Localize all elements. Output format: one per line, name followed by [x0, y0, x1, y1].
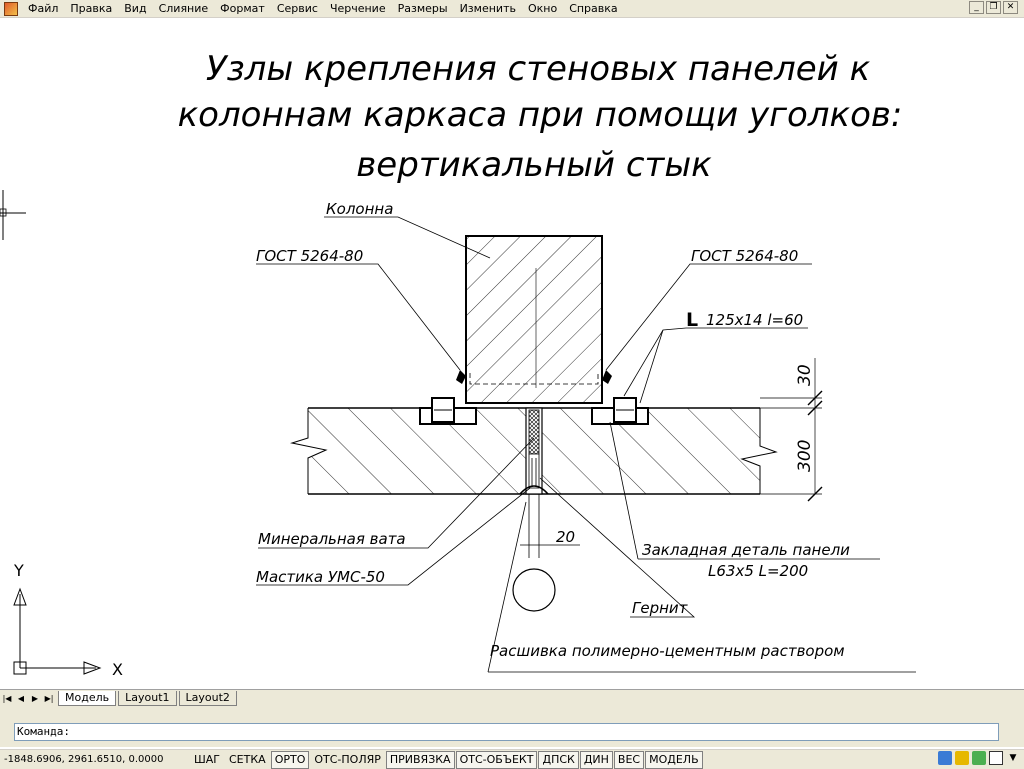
label-column: Колонна [326, 200, 393, 218]
title-line-2: колоннам каркаса при помощи уголков: [178, 95, 903, 135]
dyn-toggle[interactable]: ДИН [579, 750, 613, 769]
label-mastic: Мастика УМС-50 [256, 568, 385, 586]
first-tab-icon[interactable]: |◀ [2, 694, 12, 703]
next-tab-icon[interactable]: ▶ [31, 694, 39, 703]
title-line-1: Узлы крепления стеновых панелей к [206, 49, 871, 89]
ortho-toggle[interactable]: ОРТО [270, 750, 310, 769]
menu-bar: Файл Правка Вид Слияние Формат Сервис Че… [0, 0, 1024, 18]
label-gost-right: ГОСТ 5264-80 [691, 247, 798, 265]
angle-left [419, 370, 477, 425]
communication-icon[interactable] [938, 751, 952, 765]
drawing-svg[interactable]: Узлы крепления стеновых панелей к колонн… [0, 18, 1024, 689]
dim-300-label: 300 [795, 440, 815, 472]
tab-layout2[interactable]: Layout2 [178, 691, 237, 706]
ucs-x-label: X [112, 660, 123, 679]
ducs-toggle[interactable]: ДПСК [538, 750, 579, 769]
gernit-cord [512, 568, 556, 612]
menu-edit[interactable]: Правка [70, 2, 113, 15]
label-embedded-part-spec: L63x5 L=200 [708, 562, 808, 580]
chevron-down-icon[interactable]: ▼ [1009, 753, 1017, 763]
tab-model[interactable]: Модель [58, 691, 117, 706]
lock-icon[interactable] [955, 751, 969, 765]
osnap-toggle[interactable]: ПРИВЯЗКА [385, 750, 455, 769]
menu-help[interactable]: Справка [569, 2, 618, 15]
ucs-icon: Y X [13, 561, 123, 679]
status-tray: ▼ [938, 751, 1020, 765]
menu-file[interactable]: Файл [28, 2, 59, 15]
annotation-icon[interactable] [972, 751, 986, 765]
menu-draw[interactable]: Черчение [329, 2, 386, 15]
app-icon[interactable] [4, 1, 18, 16]
column [465, 235, 603, 404]
prev-tab-icon[interactable]: ◀ [17, 694, 25, 703]
leaders [256, 216, 916, 673]
title-line-3: вертикальный стык [356, 145, 712, 185]
lineweight-toggle[interactable]: ВЕС [613, 750, 645, 769]
status-bar: -1848.6906, 2961.6510, 0.0000 ШАГ СЕТКА … [0, 749, 1024, 769]
last-tab-icon[interactable]: ▶| [44, 694, 54, 703]
menu-modify[interactable]: Изменить [459, 2, 516, 15]
label-angle-symbol: L [686, 309, 698, 331]
crosshair-cursor [0, 190, 26, 240]
angle-right [591, 370, 649, 425]
clean-screen-icon[interactable] [989, 751, 1003, 765]
label-embedded-part: Закладная деталь панели [642, 541, 850, 559]
otrack-toggle[interactable]: ОТС-ОБЪЕКТ [455, 750, 538, 769]
restore-icon[interactable]: ❐ [986, 1, 1001, 14]
dim-30-label: 30 [795, 364, 815, 386]
menu-window[interactable]: Окно [527, 2, 558, 15]
label-grouting: Расшивка полимерно-цементным раствором [490, 642, 845, 660]
menu-merge[interactable]: Слияние [158, 2, 209, 15]
menu-dimension[interactable]: Размеры [397, 2, 448, 15]
layout-tab-bar: |◀ ◀ ▶ ▶| Модель Layout1 Layout2 [0, 689, 1024, 707]
coordinates-readout[interactable]: -1848.6906, 2961.6510, 0.0000 [4, 754, 164, 765]
command-line[interactable]: Команда: [14, 723, 999, 741]
menu-format[interactable]: Формат [220, 2, 265, 15]
menu-view[interactable]: Вид [124, 2, 147, 15]
dim-20-label: 20 [556, 528, 575, 546]
drawing-canvas[interactable]: Узлы крепления стеновых панелей к колонн… [0, 18, 1024, 689]
snap-toggle[interactable]: ШАГ [194, 752, 220, 766]
menu-tools[interactable]: Сервис [276, 2, 318, 15]
command-area: Команда: [0, 707, 1024, 747]
label-angle: 125x14 l=60 [706, 311, 803, 329]
polar-toggle[interactable]: ОТС-ПОЛЯР [314, 752, 381, 766]
ucs-y-label: Y [13, 561, 24, 580]
close-icon[interactable]: ✕ [1003, 1, 1018, 14]
label-mineral-wool: Минеральная вата [258, 530, 406, 548]
tab-layout1[interactable]: Layout1 [118, 691, 177, 706]
model-toggle[interactable]: МОДЕЛЬ [645, 750, 703, 769]
window-controls: _ ❐ ✕ [969, 1, 1018, 14]
minimize-icon[interactable]: _ [969, 1, 984, 14]
label-gost-left: ГОСТ 5264-80 [256, 247, 363, 265]
panel-joint [519, 407, 549, 558]
label-gernit: Гернит [632, 599, 689, 617]
grid-toggle[interactable]: СЕТКА [229, 752, 266, 766]
dimensions: 30 300 20 [520, 358, 823, 546]
